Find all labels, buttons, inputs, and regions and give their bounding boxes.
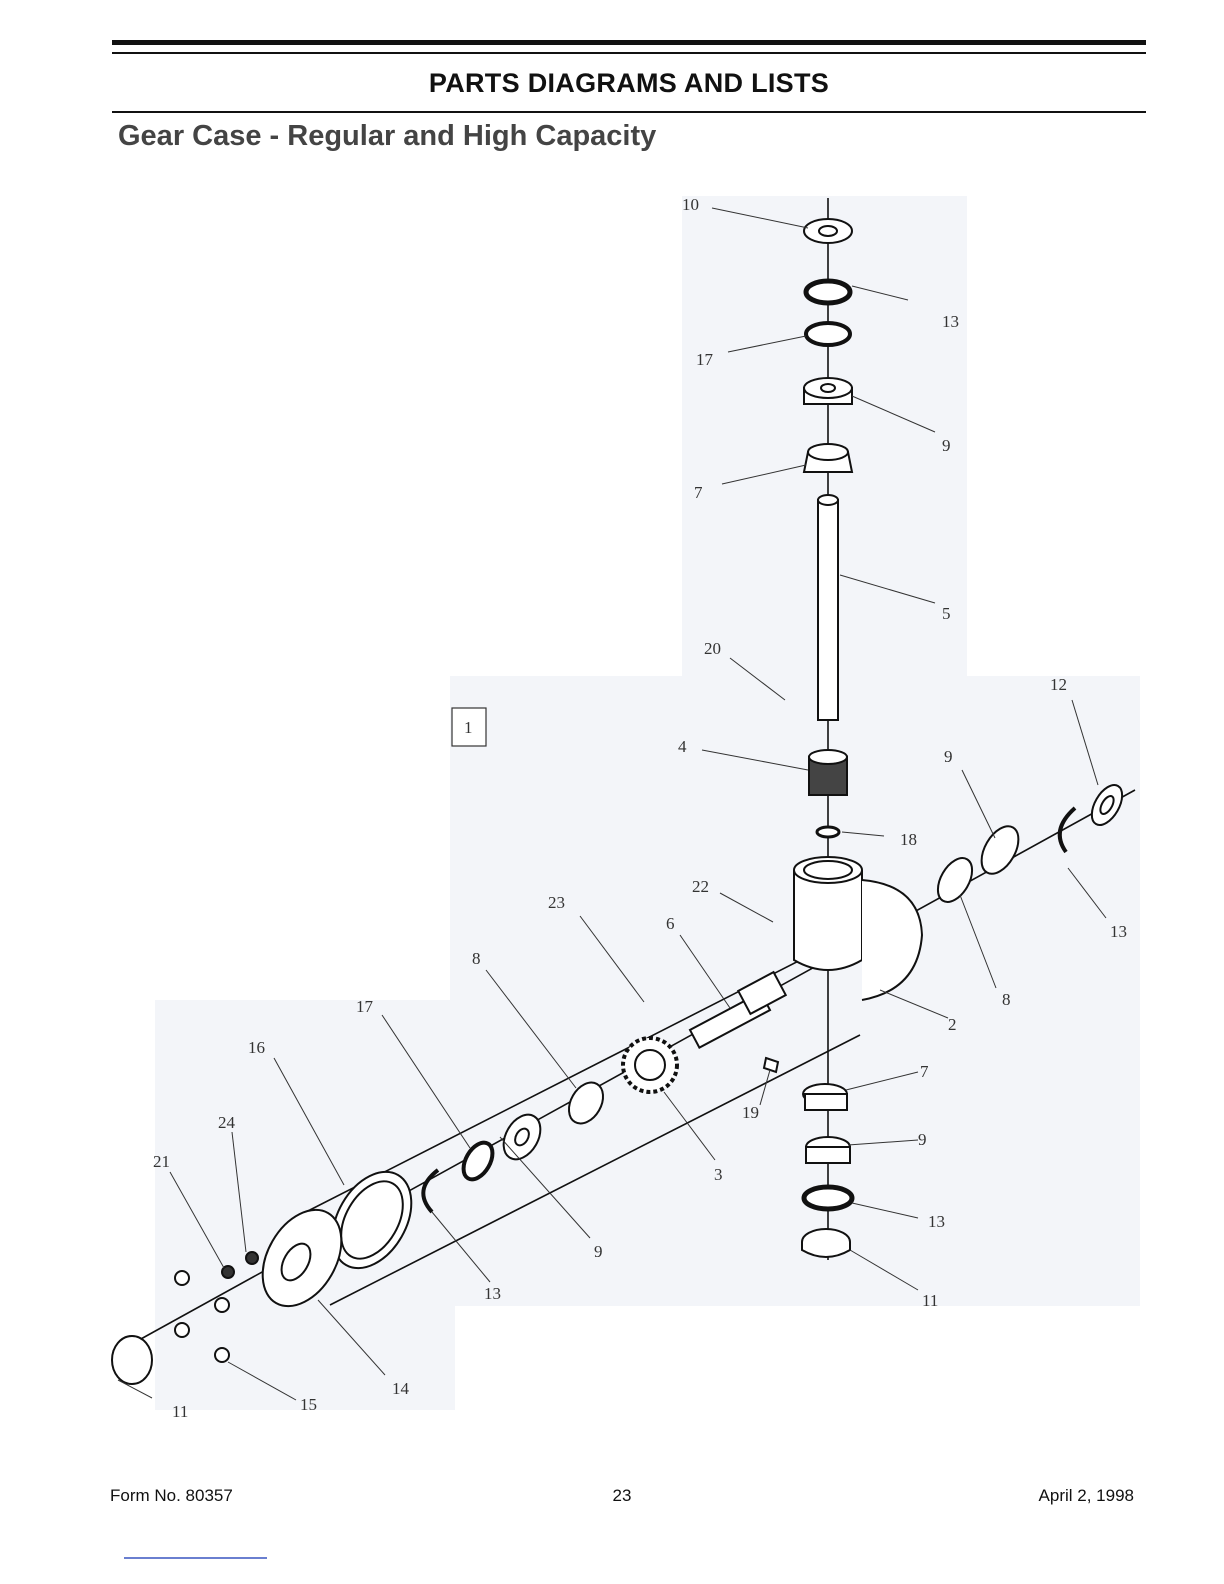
callout-9-top: 9 bbox=[942, 436, 951, 455]
callout-5: 5 bbox=[942, 604, 951, 623]
callout-13-right: 13 bbox=[1110, 922, 1127, 941]
callout-19: 19 bbox=[742, 1103, 759, 1122]
callout-22: 22 bbox=[692, 877, 709, 896]
callout-13-top: 13 bbox=[942, 312, 959, 331]
callout-13-bottom: 13 bbox=[928, 1212, 945, 1231]
callout-7-top: 7 bbox=[694, 483, 703, 502]
callout-4: 4 bbox=[678, 737, 687, 756]
callout-8-left: 8 bbox=[472, 949, 481, 968]
callout-23: 23 bbox=[548, 893, 565, 912]
callout-3: 3 bbox=[714, 1165, 723, 1184]
callout-12: 12 bbox=[1050, 675, 1067, 694]
callout-16: 16 bbox=[248, 1038, 265, 1057]
footer-date: April 2, 1998 bbox=[1039, 1486, 1134, 1506]
callout-8-right: 8 bbox=[1002, 990, 1011, 1009]
callout-17-left: 17 bbox=[356, 997, 374, 1016]
callout-15: 15 bbox=[300, 1395, 317, 1414]
callout-21: 21 bbox=[153, 1152, 170, 1171]
callout-9-right: 9 bbox=[944, 747, 953, 766]
callout-13-lower: 13 bbox=[484, 1284, 501, 1303]
callout-11-left: 11 bbox=[172, 1402, 188, 1421]
callout-9-lower: 9 bbox=[594, 1242, 603, 1261]
callout-6: 6 bbox=[666, 914, 675, 933]
callout-18: 18 bbox=[900, 830, 917, 849]
callout-10-top: 10 bbox=[682, 195, 699, 214]
callout-17-top: 17 bbox=[696, 350, 714, 369]
assembly-reference-label: 1 bbox=[464, 718, 473, 737]
callout-14: 14 bbox=[392, 1379, 410, 1398]
callout-20: 20 bbox=[704, 639, 721, 658]
bottom-link-underline bbox=[124, 1557, 267, 1559]
callout-7-bottom: 7 bbox=[920, 1062, 929, 1081]
callout-2: 2 bbox=[948, 1015, 957, 1034]
callout-9-bottom: 9 bbox=[918, 1130, 927, 1149]
callout-24: 24 bbox=[218, 1113, 236, 1132]
callout-11-bottom: 11 bbox=[922, 1291, 938, 1310]
